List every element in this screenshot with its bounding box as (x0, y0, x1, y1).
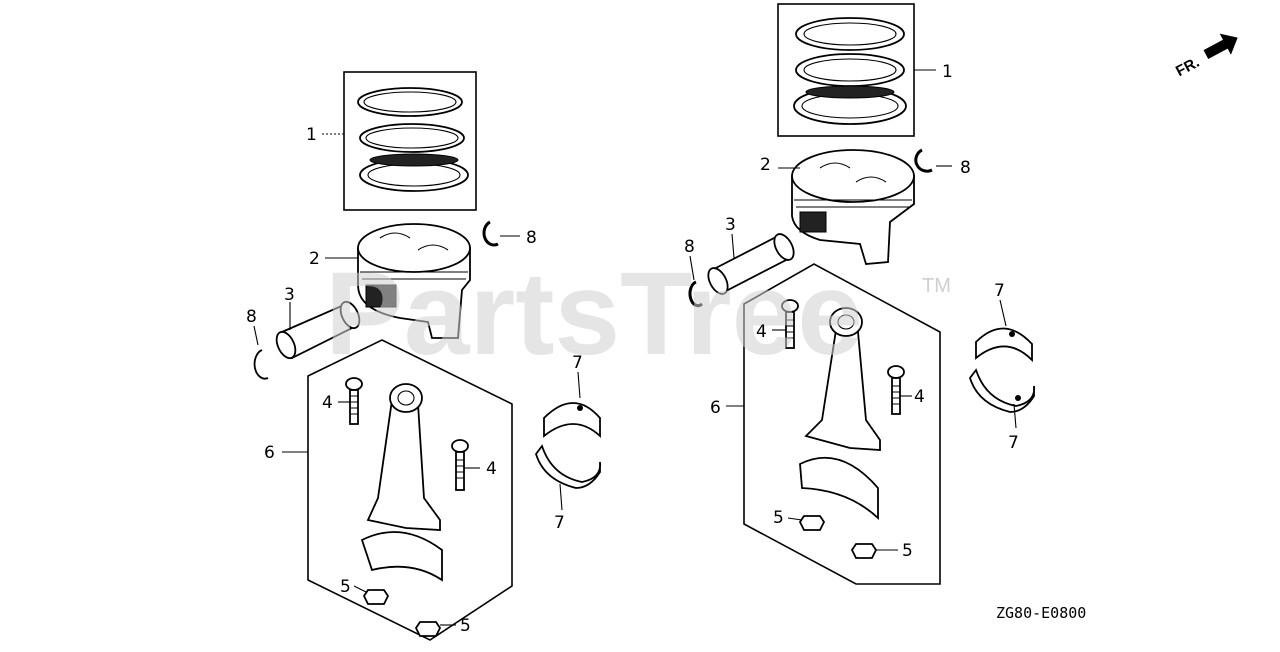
right-piston[interactable] (791, 149, 915, 265)
right-callout-pin: 3 (725, 215, 736, 235)
left-bearing-lower[interactable] (535, 444, 602, 489)
right-connecting-rod[interactable] (799, 307, 881, 521)
left-callout-ring-set: 1 (306, 125, 317, 145)
right-callout-piston: 2 (760, 155, 771, 175)
left-nut-b[interactable] (414, 621, 442, 637)
left-piston-ring-set[interactable] (343, 71, 477, 211)
right-rod-assembly-outline (743, 263, 941, 585)
right-bearing-lower[interactable] (969, 368, 1036, 413)
right-callout-rod-assembly: 6 (710, 398, 721, 418)
right-bearing-upper[interactable] (975, 327, 1033, 363)
right-callout-bolt-b: 4 (914, 387, 925, 407)
right-callout-nut-a: 5 (773, 508, 784, 528)
left-callout-clip-b: 8 (526, 228, 537, 248)
right-callout-clip-a: 8 (684, 237, 695, 257)
left-rod-bolt-a[interactable] (345, 377, 363, 425)
right-piston-ring-set[interactable] (777, 3, 915, 137)
left-callout-pin: 3 (284, 285, 295, 305)
left-callout-piston: 2 (309, 249, 320, 269)
diagram-code: ZG80-E0800 (996, 604, 1086, 622)
left-clip-b[interactable] (482, 220, 499, 247)
left-callout-bolt-a: 4 (322, 393, 333, 413)
left-clip-a[interactable] (253, 349, 269, 380)
left-callout-nut-b: 5 (460, 616, 471, 636)
right-nut-b[interactable] (850, 543, 878, 559)
left-piston-pin[interactable] (273, 299, 363, 361)
arrow-right-icon (1203, 33, 1238, 59)
left-callout-rod-assembly: 6 (264, 443, 275, 463)
left-callout-bolt-b: 4 (486, 459, 497, 479)
left-assembly (253, 71, 602, 641)
left-callout-bearing-lower: 7 (554, 513, 565, 533)
left-rod-bolt-b[interactable] (451, 439, 469, 491)
front-indicator-label: FR. (1173, 54, 1202, 80)
front-indicator: FR. (1173, 33, 1238, 80)
left-piston[interactable] (357, 223, 471, 339)
right-callout-clip-b: 8 (960, 158, 971, 178)
watermark-text: PartsTree (325, 248, 863, 380)
right-clip-b[interactable] (914, 148, 933, 173)
right-callout-nut-b: 5 (902, 541, 913, 561)
right-clip-a[interactable] (688, 280, 703, 308)
right-rod-bolt-b[interactable] (887, 365, 905, 415)
left-callout-bearing-upper: 7 (572, 353, 583, 373)
left-bearing-upper[interactable] (543, 402, 601, 439)
right-nut-a[interactable] (798, 515, 826, 531)
left-connecting-rod[interactable] (360, 383, 443, 582)
watermark-trademark: TM (922, 275, 951, 297)
right-callout-ring-set: 1 (942, 62, 953, 82)
left-callout-nut-a: 5 (340, 577, 351, 597)
left-callout-clip-a: 8 (246, 307, 257, 327)
right-piston-pin[interactable] (704, 231, 797, 297)
left-nut-a[interactable] (362, 589, 390, 605)
right-callout-bolt-a: 4 (756, 322, 767, 342)
right-callout-bearing-upper: 7 (994, 281, 1005, 301)
right-callout-bearing-lower: 7 (1008, 433, 1019, 453)
left-rod-assembly-outline (307, 339, 513, 641)
right-assembly (688, 3, 1036, 585)
